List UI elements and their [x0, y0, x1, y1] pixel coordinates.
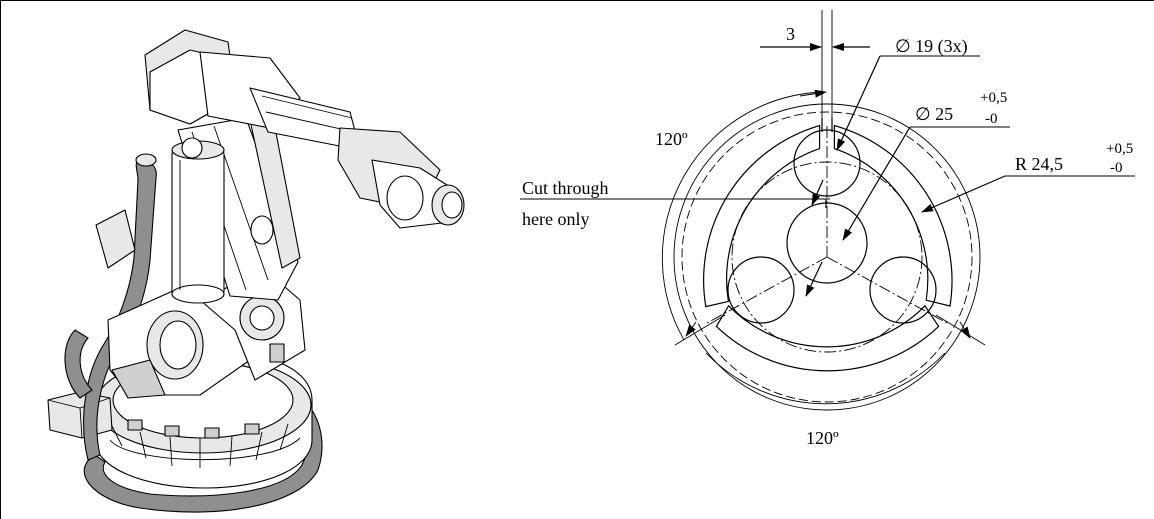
- plate-outline: [703, 124, 953, 372]
- center-tol-plus: +0,5: [980, 90, 1007, 106]
- plate-hidden-edge: [681, 111, 973, 403]
- center-tol-minus: -0: [985, 111, 998, 127]
- bolt-hole-right: [869, 256, 937, 324]
- cut-note-line2: here only: [522, 209, 589, 229]
- lower-cable: [64, 329, 93, 399]
- radius-tol-plus: +0,5: [1106, 141, 1133, 157]
- robot-illustration: [47, 29, 465, 513]
- angle-arc-left: [661, 91, 827, 341]
- slot-width-label: 3: [786, 24, 795, 44]
- cable-bracket: [47, 391, 113, 439]
- hole-diameter-label: ∅ 19 (3x): [895, 36, 968, 57]
- radius-label: R 24,5: [1015, 154, 1063, 174]
- plate-inner-ring: [673, 103, 981, 411]
- balancing-cylinder: [171, 137, 225, 304]
- angle-bottom-label: 120º: [806, 428, 839, 448]
- side-cover: [95, 209, 136, 269]
- axis-motors: [107, 269, 306, 399]
- angle-left-label: 120º: [655, 129, 688, 149]
- radius-tol-minus: -0: [1110, 160, 1123, 176]
- bolt-hole-top: [793, 129, 861, 197]
- cut-note-line1: Cut through: [522, 178, 609, 198]
- upper-arm: [144, 29, 465, 229]
- main-cable: [83, 159, 157, 461]
- plate-drawing: [520, 10, 1135, 411]
- center-diameter-label: ∅ 25: [915, 104, 953, 124]
- bolt-hole-left: [727, 256, 795, 324]
- center-hole: [786, 202, 868, 284]
